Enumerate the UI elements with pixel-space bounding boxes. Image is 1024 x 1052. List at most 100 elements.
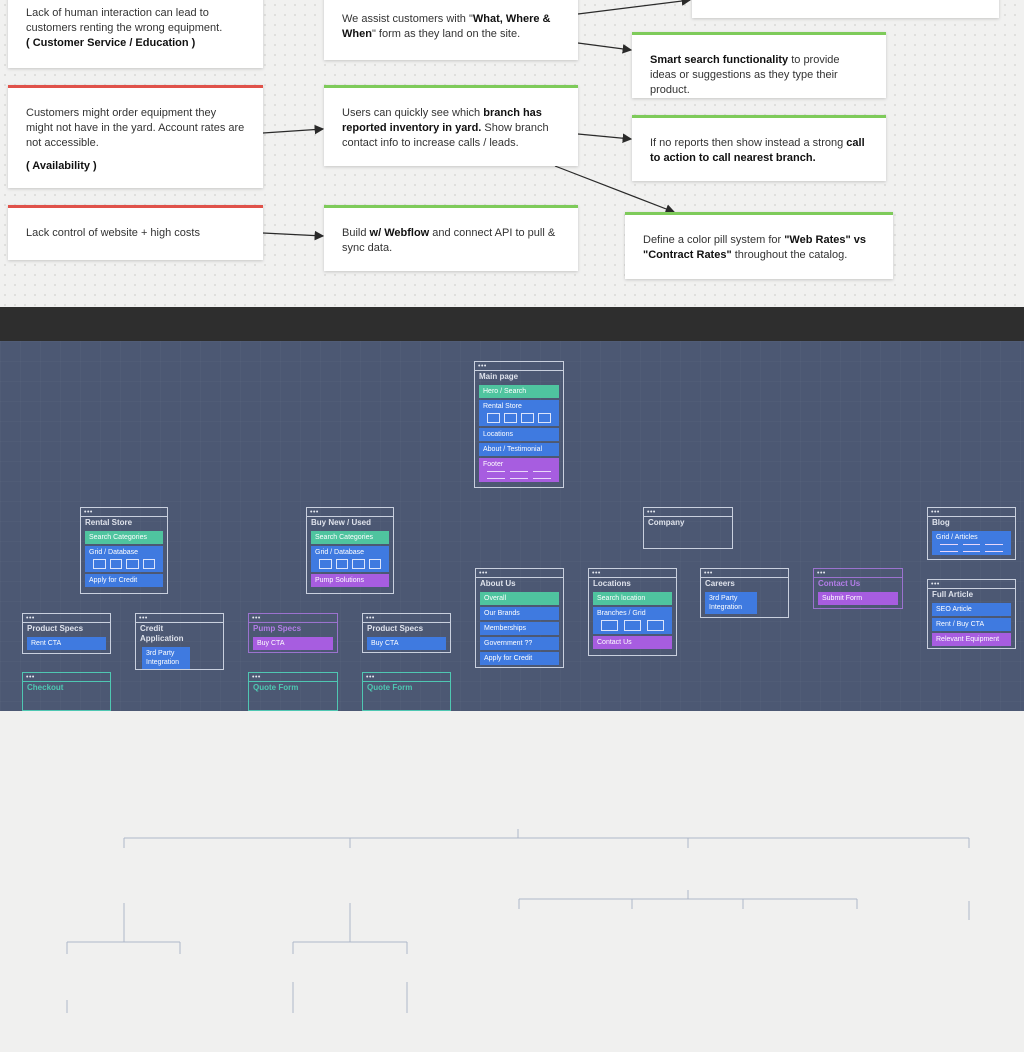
node-item-group: Grid / Database [311,546,389,572]
problem-text: Lack of human interaction can lead to cu… [26,7,223,34]
node-item: Relevant Equipment [932,633,1011,646]
node-item: Grid / Articles [936,534,978,541]
node-item: Memberships [480,622,559,635]
sitemap-careers: ••• Careers 3rd Party Integration [700,568,789,618]
node-title: Rental Store [85,518,133,527]
solution-card-1: We assist customers with "What, Where & … [324,0,578,60]
node-item: Search Categories [85,531,163,544]
sitemap-main-page: ••• Main page Hero / Search Rental Store… [474,361,564,488]
sitemap-connectors [66,829,970,1013]
card-thumbnails [89,557,159,572]
card-thumbnails [315,557,385,572]
sitemap-pump-specs: ••• Pump Specs Buy CTA [248,613,338,653]
node-item-group: Grid / Articles [932,531,1011,555]
arrow-solution1-to-top [577,0,692,15]
node-item: Branches / Grid [597,610,646,617]
node-item-group: Branches / Grid [593,607,672,634]
node-item-group: Footer [479,458,559,482]
node-item: Government ?? [480,637,559,650]
sitemap-locations: ••• Locations Search location Branches /… [588,568,677,656]
sitemap-board: ••• Main page Hero / Search Rental Store… [0,341,1024,1013]
arrow-solution1-to-outcome1 [577,42,633,54]
node-item: Footer [483,461,504,468]
problem-text: Lack control of website + high costs [26,227,200,239]
sitemap-about-us: ••• About Us Overall Our Brands Membersh… [475,568,564,668]
node-item: Buy CTA [253,637,333,650]
outcome-card-3: Define a color pill system for "Web Rate… [625,212,893,279]
sitemap-buy-new-used: ••• Buy New / Used Search Categories Gri… [306,507,394,594]
node-title: Blog [932,518,950,527]
flow-arrows [262,0,692,241]
sitemap-product-specs-rental: ••• Product Specs Rent CTA [22,613,111,654]
node-item: Hero / Search [479,385,559,398]
node-item: Rental Store [483,403,522,410]
node-item: Search location [593,592,672,605]
problem-card-3: Lack control of website + high costs [8,205,263,260]
node-title: Buy New / Used [311,518,372,527]
node-title: Main page [479,372,519,381]
node-item: 3rd Party Integration [142,647,190,669]
node-item: Submit Form [818,592,898,605]
node-item: Our Brands [480,607,559,620]
problem-tag: ( Customer Service / Education ) [26,37,196,49]
node-item: Apply for Credit [85,574,163,587]
arrow-problem2-to-solution2 [262,124,325,135]
card-thumbnails [597,618,668,634]
node-title: Careers [705,579,735,588]
node-title: Checkout [27,683,64,692]
arrow-solution2-to-outcome3 [554,165,676,214]
node-item-group: Grid / Database [85,546,163,572]
problem-card-1: Lack of human interaction can lead to cu… [8,0,263,68]
outcome-card-2: If no reports then show instead a strong… [632,115,886,181]
arrow-problem3-to-solution3 [262,230,325,241]
journey-board: Lack of human interaction can lead to cu… [0,0,1024,307]
footer-lines [483,469,555,482]
solution-card-3: Build w/ Webflow and connect API to pull… [324,205,578,271]
node-item: Apply for Credit [480,652,559,665]
sitemap-credit-application: ••• Credit Application 3rd Party Integra… [135,613,224,670]
sitemap-blog: ••• Blog Grid / Articles [927,507,1016,560]
node-item: Grid / Database [89,549,139,556]
problem-text: Customers might order equipment they mig… [26,107,245,149]
node-item: 3rd Party Integration [705,592,757,614]
node-item: Buy CTA [367,637,446,650]
node-title: Full Article [932,590,974,599]
sitemap-quote-form-pump: ••• Quote Form [248,672,338,711]
sitemap-company: ••• Company [643,507,733,549]
node-title: About Us [480,579,516,588]
node-item: Contact Us [593,636,672,649]
article-lines [936,542,1007,555]
sitemap-product-specs-buy: ••• Product Specs Buy CTA [362,613,451,653]
node-item: Search Categories [311,531,389,544]
node-item: SEO Article [932,603,1011,616]
node-title: Product Specs [367,624,424,633]
node-item-group: Rental Store [479,400,559,426]
section-divider [0,307,1024,341]
node-item: Locations [479,428,559,441]
node-item: Overall [480,592,559,605]
problem-tag: ( Availability ) [26,160,97,172]
outcome-card-partial [692,0,999,18]
sitemap-contact-us: ••• Contact Us Submit Form [813,568,903,609]
solution-card-2: Users can quickly see which branch has r… [324,85,578,166]
sitemap-rental-store: ••• Rental Store Search Categories Grid … [80,507,168,594]
node-title: Contact Us [818,579,861,588]
node-title: Locations [593,579,631,588]
node-item: Rent CTA [27,637,106,650]
node-item: Grid / Database [315,549,365,556]
arrow-solution2-to-outcome2 [577,133,633,143]
node-item: Rent / Buy CTA [932,618,1011,631]
outcome-card-1: Smart search functionality to provide id… [632,32,886,98]
node-title: Pump Specs [253,624,302,633]
sitemap-quote-form-product: ••• Quote Form [362,672,451,711]
node-item: About / Testimonial [479,443,559,456]
node-title: Quote Form [253,683,299,692]
node-title: Product Specs [27,624,84,633]
sitemap-full-article: ••• Full Article SEO Article Rent / Buy … [927,579,1016,649]
node-title: Quote Form [367,683,413,692]
sitemap-checkout: ••• Checkout [22,672,111,711]
card-thumbnails [483,411,555,426]
node-title: Credit Application [140,624,184,643]
node-item: Pump Solutions [311,574,389,587]
problem-card-2: Customers might order equipment they mig… [8,85,263,188]
